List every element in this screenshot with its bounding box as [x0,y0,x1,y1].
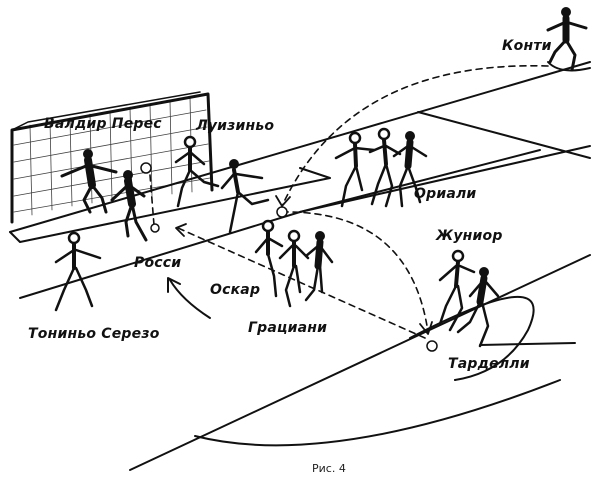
label-toninho-cerezo: Тониньо Серезо [28,326,160,342]
ball-icon [426,340,438,352]
arrow-head [419,321,433,335]
centre-arc [194,379,561,447]
cross-path [281,64,549,207]
pass-trajectories [149,64,549,339]
label-luizinho: Луизиньо [196,118,275,134]
rossi-run-path [149,174,155,226]
balls [140,162,438,352]
goal [10,91,214,224]
label-graziani: Грациани [248,320,328,336]
player-figure-conti [546,7,588,72]
ball-icon [150,223,160,233]
goal-line [9,61,591,233]
ball-icon [276,206,288,218]
field-lines [9,61,591,471]
label-valdir-peres: Валдир Перес [44,116,162,132]
shot-arc-path [281,211,429,333]
label-rossi: Росси [134,255,182,271]
player-figure-junior-tardelli [438,249,500,348]
touch-line [129,254,591,471]
arrow-head [175,223,187,237]
player-figure-oriali-group [334,127,428,208]
player-figure-defender [110,170,148,242]
corner-arc [547,61,591,72]
player-figure-centre [220,159,270,234]
ball-icon [140,162,152,174]
label-junior: Жуниор [436,228,503,244]
label-oscar: Оскар [210,282,261,298]
label-tardelli: Тарделли [448,356,530,372]
player-figure-luizinho [174,135,220,208]
label-oriali: Ориали [414,186,477,202]
player-figure-toninho-cerezo [54,231,102,312]
penalty-arc [409,295,535,381]
label-conti: Конти [502,38,552,54]
ground-pass-path [177,227,426,339]
figure-caption: Рис. 4 [312,462,346,475]
rossi-arrow [167,277,211,319]
player-figure-oscar-group [254,219,334,308]
goal-area [9,167,331,243]
arrow-head [275,195,291,207]
player-figure-valdir-peres [60,149,118,214]
